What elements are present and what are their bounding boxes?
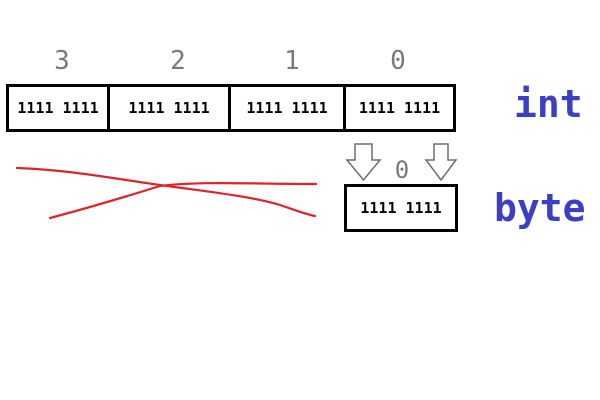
int-byte-cell-1: 1111 1111 bbox=[228, 84, 346, 132]
down-arrow-icon bbox=[424, 143, 458, 182]
int-byte-cell-2: 1111 1111 bbox=[107, 84, 231, 132]
cross-out-mark bbox=[15, 166, 318, 220]
down-arrow-icon bbox=[345, 143, 382, 182]
int-index-1: 1 bbox=[284, 46, 300, 76]
int-index-0: 0 bbox=[390, 46, 406, 76]
byte-cell: 1111 1111 bbox=[344, 184, 458, 232]
int-index-3: 3 bbox=[54, 46, 70, 76]
int-byte-cell-0: 1111 1111 bbox=[343, 84, 456, 132]
byte-type-label: byte bbox=[494, 186, 586, 230]
int-type-label: int bbox=[514, 82, 583, 126]
byte-index-0: 0 bbox=[394, 156, 410, 184]
int-index-2: 2 bbox=[170, 46, 186, 76]
